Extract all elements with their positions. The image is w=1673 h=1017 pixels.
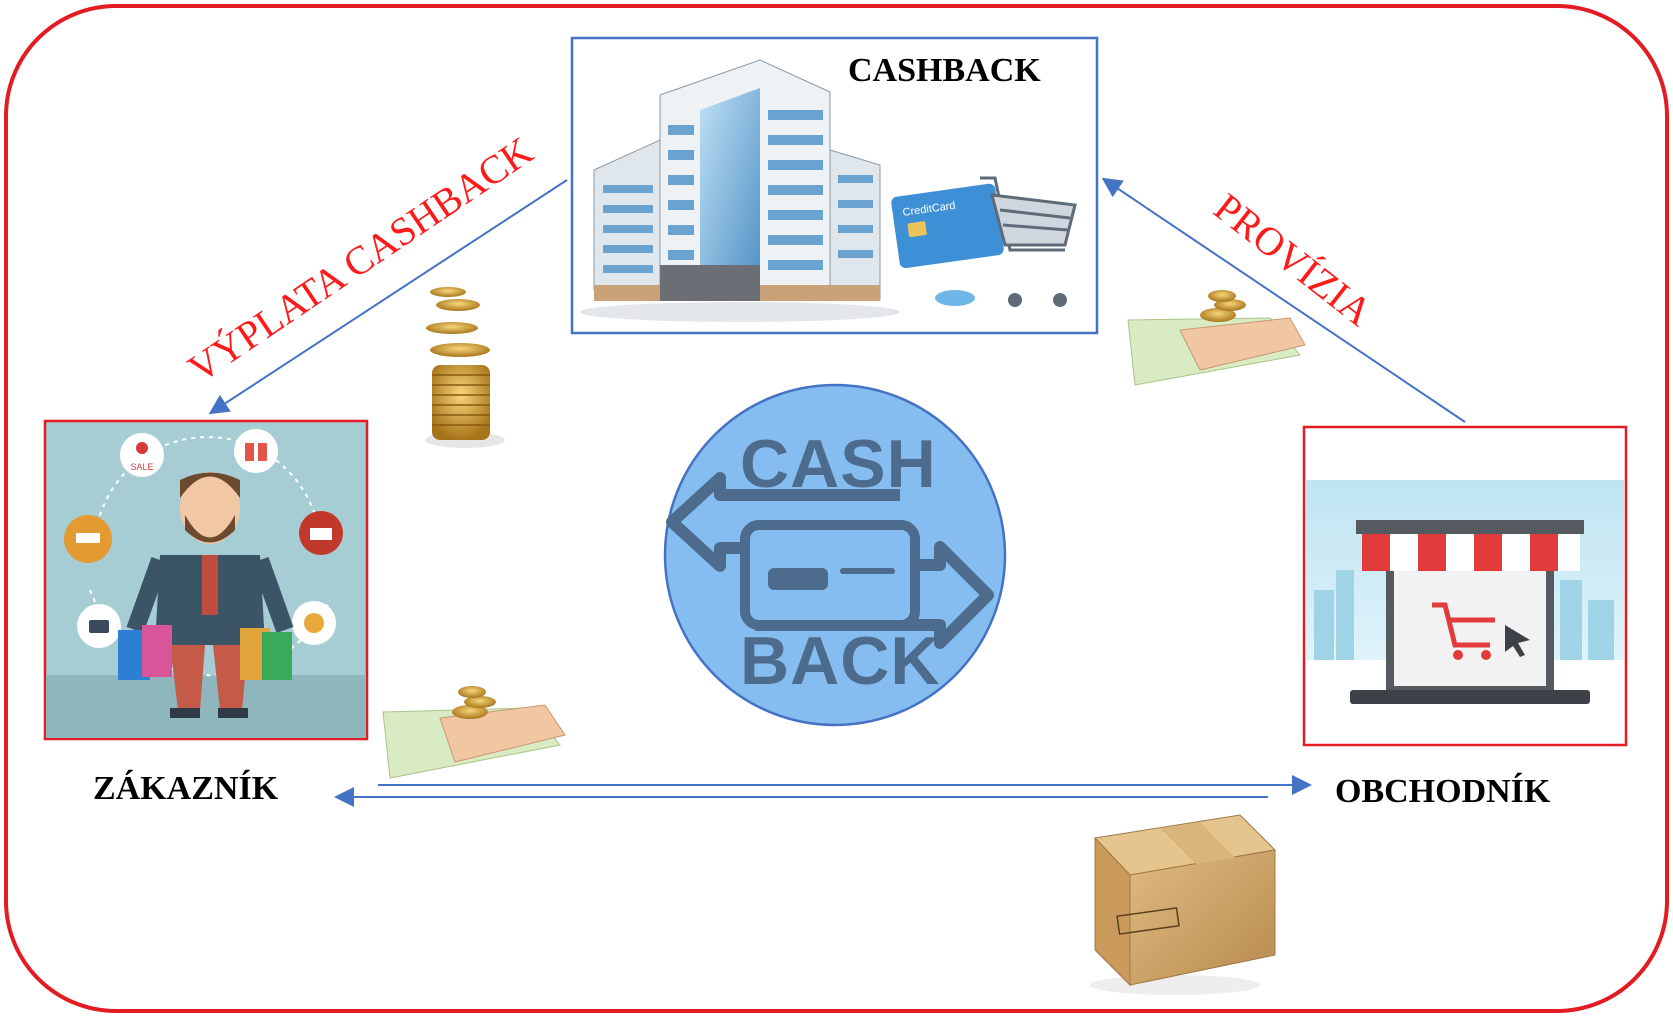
- commission-arrow: [1101, 177, 1466, 423]
- laptop-storefront-icon: [1350, 520, 1590, 704]
- money-banknotes-icon: [1127, 290, 1306, 386]
- cart-icon: [1432, 602, 1495, 648]
- svg-text:SALE: SALE: [130, 462, 153, 472]
- gift-icon: [234, 429, 278, 473]
- merchant-node: [1302, 425, 1628, 747]
- sale-icon: SALE: [120, 433, 164, 477]
- package-box-icon: [1090, 814, 1277, 995]
- payout-arrow: [208, 179, 568, 415]
- cart-icon: [64, 515, 112, 563]
- money-banknotes-icon: [382, 686, 566, 779]
- cashback-title: CASHBACK: [848, 52, 1041, 89]
- coin-stack-icon: [425, 287, 505, 448]
- cashback-node: CreditCard: [570, 36, 1099, 335]
- shopper-figure-icon: [126, 472, 294, 718]
- customer-node: SALE: [43, 419, 369, 741]
- shopping-bags-icon: [118, 625, 292, 680]
- cursor-icon: [1505, 625, 1530, 657]
- logo-back-text: BACK: [740, 623, 941, 699]
- outer-frame: [4, 4, 1669, 1013]
- wallet-icon: [77, 604, 121, 648]
- basket-icon: [299, 511, 343, 555]
- customer-label: ZÁKAZNÍK: [93, 770, 279, 807]
- cashback-logo: [663, 383, 1007, 727]
- merchant-label: OBCHODNÍK: [1335, 773, 1551, 810]
- shopping-cart-icon: [980, 176, 1077, 252]
- office-building-icon: [580, 59, 900, 322]
- coin-icon: [292, 601, 336, 645]
- credit-card-icon: CreditCard: [891, 183, 1004, 269]
- logo-cash-text: CASH: [740, 426, 937, 502]
